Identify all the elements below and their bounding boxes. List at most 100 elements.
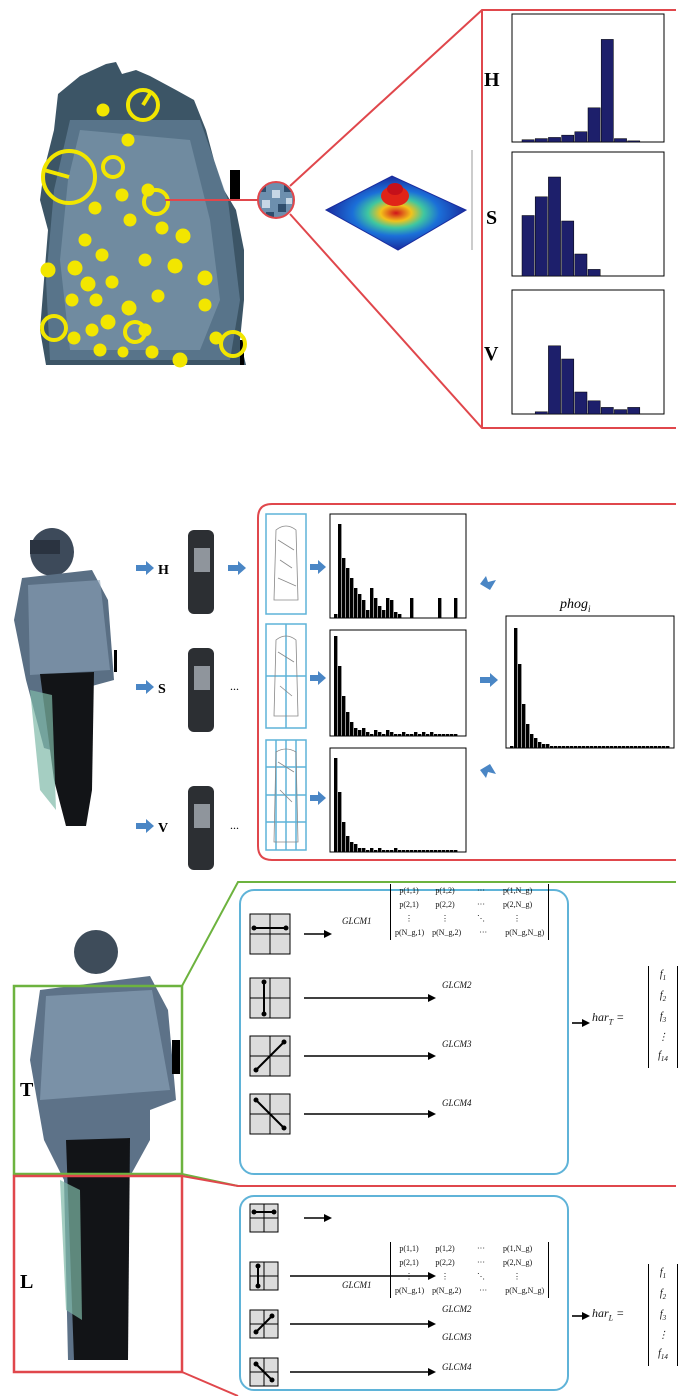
phog-bar [658, 746, 662, 748]
phog-bar [354, 844, 358, 852]
matrix-cell: ⋮ [405, 1272, 413, 1281]
phog-frame [257, 503, 676, 861]
gaussian-weight-surface [324, 150, 473, 251]
hist-bar-v [548, 345, 561, 415]
histogram-bars [521, 39, 641, 415]
glcm2-label-t: GLCM2 [442, 980, 472, 990]
phog-bar [378, 732, 382, 736]
matrix-cell: p(N_g,N_g) [505, 1286, 545, 1295]
phog-bar [358, 730, 362, 736]
matrix-cell: ··· [477, 886, 485, 895]
phog-bar [590, 746, 594, 748]
phog-bar [638, 746, 642, 748]
matrix-cell: ··· [477, 1258, 485, 1267]
phog-bar [410, 850, 414, 852]
phog-bar [538, 742, 542, 748]
matrix-cell: p(1,N_g) [503, 1244, 533, 1253]
phog-bar [438, 598, 442, 618]
phog-bar [334, 614, 338, 618]
hist-bar-s [521, 215, 535, 277]
matrix-row: p(N_g,1)p(N_g,2)···p(N_g,N_g) [395, 1284, 544, 1298]
phog-bar [578, 746, 582, 748]
phog-bar [362, 728, 366, 736]
phog-bar [370, 588, 374, 618]
matrix-cell: ⋱ [477, 1272, 485, 1281]
hist-bar-v [561, 358, 575, 415]
feature-entry: ⋮ [658, 1330, 668, 1341]
matrix-cell: ⋮ [405, 914, 413, 923]
matrix-cell: p(1,1) [399, 886, 419, 895]
phog-bar [398, 614, 402, 618]
glcm-section: T L GLCM1 GLCM2 GLCM3 GLCM4 GLCM1 GLCM2 … [0, 880, 678, 1396]
label-h: H [484, 69, 500, 91]
matrix-cell: ⋮ [441, 1272, 449, 1281]
phog-bar [418, 850, 422, 852]
phog-bar [454, 598, 458, 618]
phog-bar [434, 850, 438, 852]
phog-bar [542, 744, 546, 748]
ellipsis-s: ... [230, 679, 239, 693]
matrix-cell: ··· [477, 1244, 485, 1253]
hist-bar-h [548, 137, 561, 143]
phog-bar [350, 722, 354, 736]
matrix-cell: p(2,N_g) [503, 900, 533, 909]
matrix-cell: ⋱ [477, 914, 485, 923]
matrix-row: p(1,1)p(1,2)···p(1,N_g) [395, 1242, 544, 1256]
phog-bar [418, 734, 422, 736]
glcm-matrix-l: p(1,1)p(1,2)···p(1,N_g)p(2,1)p(2,2)···p(… [390, 1242, 560, 1298]
phog-bar [398, 850, 402, 852]
phog-bar [562, 746, 566, 748]
phog-bar [386, 850, 390, 852]
hist-bar-v [627, 407, 641, 415]
phog-bar [406, 734, 410, 736]
phog-bar [354, 728, 358, 736]
phog-bar [366, 732, 370, 736]
phog-bar [442, 850, 446, 852]
phog-bar [554, 746, 558, 748]
hist-bar-v [614, 409, 627, 415]
channel-label-s: S [158, 682, 166, 697]
matrix-cell: p(2,2) [435, 1258, 455, 1267]
hist-bar-h [600, 39, 614, 143]
matrix-cell: ⋮ [513, 1272, 521, 1281]
region-t-box [12, 984, 184, 1176]
phog-bar [342, 822, 346, 852]
phog-bar [630, 746, 634, 748]
hist-bar-s [561, 220, 575, 277]
phog-bar [622, 746, 626, 748]
hist-bar-v [534, 411, 548, 415]
phog-bar [354, 588, 358, 618]
ellipsis-v: ... [230, 818, 239, 832]
matrix-row: p(2,1)p(2,2)···p(2,N_g) [395, 1256, 544, 1270]
glcm-panel-t [239, 889, 569, 1175]
phog-bar [394, 848, 398, 852]
phog-bar [390, 600, 394, 618]
matrix-cell: p(N_g,2) [432, 928, 462, 937]
phog-bar [550, 746, 554, 748]
phog-bar [666, 746, 670, 748]
glcm-matrix-t: p(1,1)p(1,2)···p(1,N_g)p(2,1)p(2,2)···p(… [390, 884, 560, 940]
phog-bar [378, 606, 382, 618]
phog-bar [394, 734, 398, 736]
glcm-diagram: T L [12, 881, 676, 1396]
phog-bar [334, 636, 338, 736]
matrix-cell: p(2,2) [435, 900, 455, 909]
phog-bar [358, 594, 362, 618]
phog-bar [382, 734, 386, 736]
matrix-cell: ··· [477, 900, 485, 909]
phog-bar [434, 734, 438, 736]
phog-bar [526, 724, 530, 748]
har-t-label: harT = [592, 1010, 625, 1027]
phog-histogram-bars [334, 524, 670, 852]
phog-bar [414, 732, 418, 736]
label-v: V [484, 343, 499, 365]
phog-bar [398, 734, 402, 736]
matrix-cell: p(1,1) [399, 1244, 419, 1253]
phog-bar [602, 746, 606, 748]
phog-bar [646, 746, 650, 748]
hist-arrows [310, 560, 498, 805]
direction-icons [249, 913, 590, 1387]
phog-bar [586, 746, 590, 748]
phog-bar [594, 746, 598, 748]
hist-bar-v [574, 391, 588, 415]
